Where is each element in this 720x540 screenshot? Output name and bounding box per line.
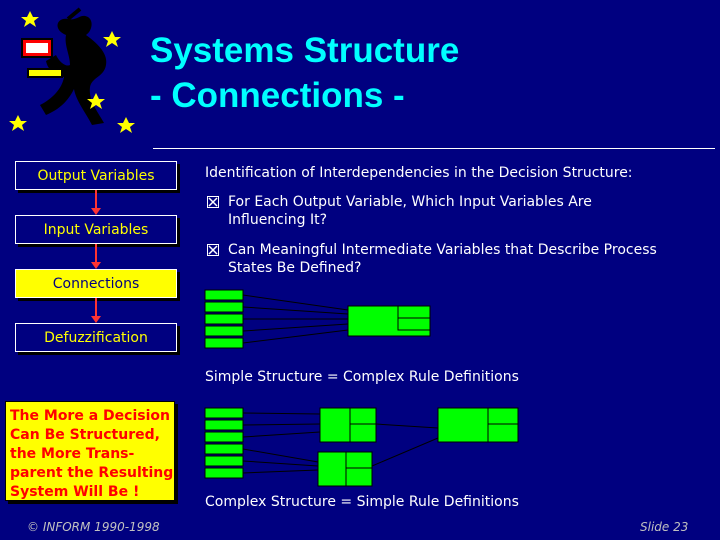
arrow-down-icon [91,262,101,269]
step-link [95,244,97,262]
bullet-1-text: For Each Output Variable, Which Input Va… [228,193,592,229]
bullet-line: Can Meaningful Intermediate Variables th… [228,242,657,258]
title-line-1: Systems Structure [150,31,460,70]
complex-structure-caption: Complex Structure = Simple Rule Definiti… [205,494,519,510]
title-divider [153,148,715,149]
slide-title: Systems Structure - Connections - [150,28,459,118]
title-line-2: - Connections - [150,76,405,115]
arrow-down-icon [91,316,101,323]
callout-line: The More a Decision [10,408,170,424]
callout-box: The More a Decision Can Be Structured, t… [5,401,175,501]
step-connections: Connections [15,269,177,298]
step-output-variables: Output Variables [15,161,177,190]
slide-number: Slide 23 [640,520,689,534]
bullet-line: States Be Defined? [228,260,362,276]
simple-structure-caption: Simple Structure = Complex Rule Definiti… [205,369,519,385]
x-bullet-icon [207,196,219,208]
callout-line: Can Be Structured, [10,427,160,443]
step-defuzzification: Defuzzification [15,323,177,352]
bullet-line: For Each Output Variable, Which Input Va… [228,194,592,210]
section-heading: Identification of Interdependencies in t… [205,165,633,181]
step-label: Input Variables [43,221,149,238]
dancer-logo-icon [9,7,135,133]
callout-line: System Will Be ! [10,484,140,500]
simple-structure-diagram [204,289,431,349]
step-label: Output Variables [37,167,155,184]
bullet-line: Influencing It? [228,212,328,228]
step-label: Connections [52,275,140,292]
copyright-footer: © INFORM 1990-1998 [27,520,160,534]
arrow-down-icon [91,208,101,215]
step-input-variables: Input Variables [15,215,177,244]
input-nodes [204,289,244,349]
step-link [95,190,97,208]
callout-line: parent the Resulting [10,465,174,481]
bullet-2-text: Can Meaningful Intermediate Variables th… [228,241,657,277]
step-link [95,298,97,316]
x-bullet-icon [207,244,219,256]
complex-structure-diagram [204,407,519,487]
step-label: Defuzzification [44,329,148,346]
callout-line: the More Trans- [10,446,135,462]
